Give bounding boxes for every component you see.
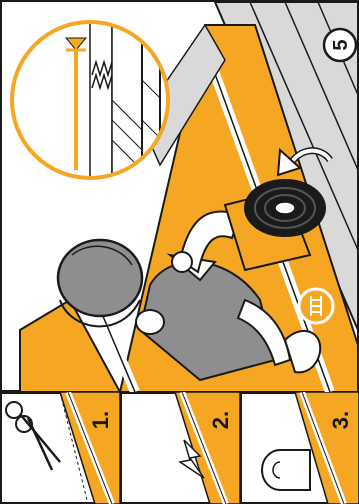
step-1-label: 1. <box>88 411 113 429</box>
main-illustration: 5 <box>0 0 359 392</box>
step-2-label: 2. <box>208 411 233 429</box>
step-3-panel: 3. <box>240 392 359 504</box>
steps-row: 1. 2. 3. <box>0 392 359 504</box>
page-number: 5 <box>330 39 352 50</box>
step-3-label: 3. <box>328 411 353 429</box>
tape-roll-step-icon <box>262 450 310 490</box>
step-2-panel: 2. <box>120 392 240 504</box>
page-number-badge: 5 <box>324 29 356 61</box>
step-1-panel: 1. <box>0 392 120 504</box>
ladder-icon <box>299 289 333 323</box>
